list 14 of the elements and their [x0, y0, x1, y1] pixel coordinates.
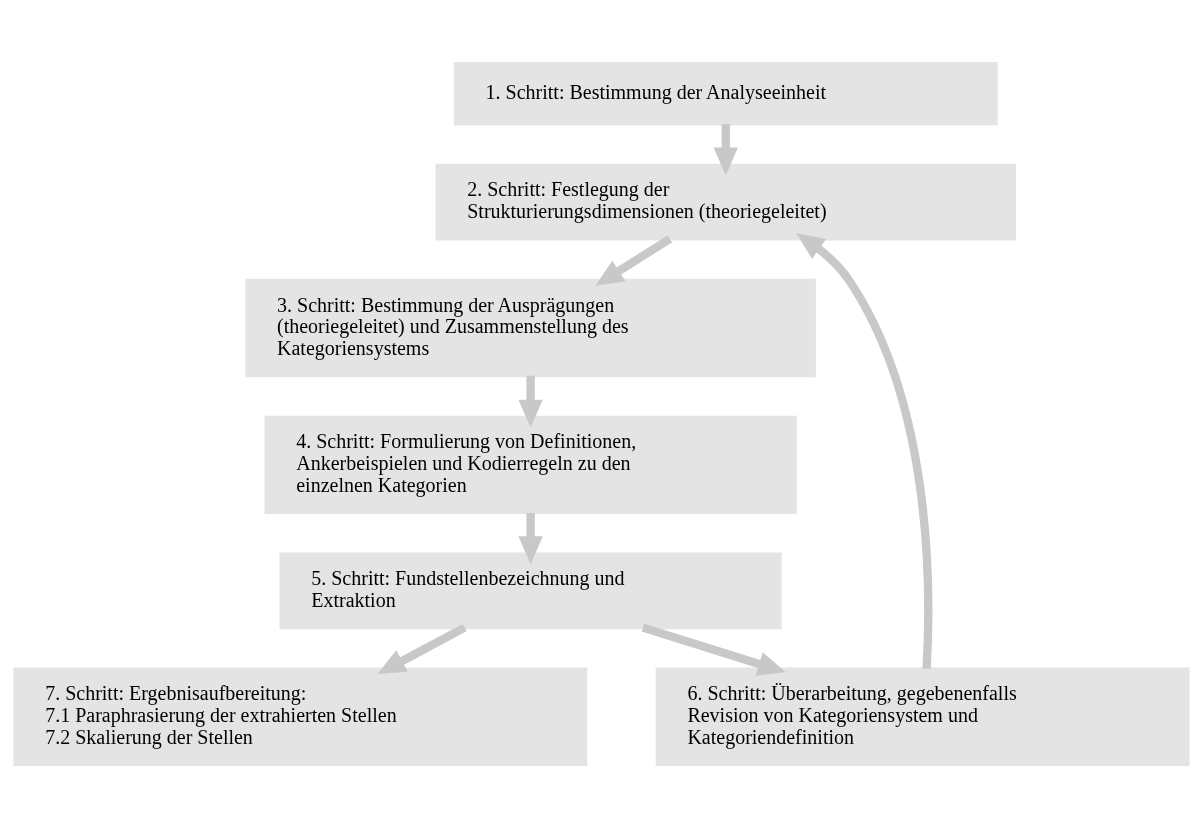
arrow: [595, 234, 673, 286]
arrow: [518, 512, 543, 564]
arrow: [518, 375, 543, 428]
node-box: 4. Schritt: Formulierung von Definitionen, Ankerbeispielen und Kodierregeln zu den einzelnen Kategorien: [264, 415, 797, 514]
node-box: 5. Schritt: Fundstellenbezeichnung und Extraktion: [279, 551, 782, 629]
node-box: 6. Schritt: Überarbeitung, gegebenenfalls Revision von Kategoriensystem und Kategoriendefinition: [655, 667, 1190, 766]
node-box: 3. Schritt: Bestimmung der Ausprägungen (theoriegeleitet) und Zusammenstellung des Kategoriensystems: [245, 278, 816, 377]
arrow: [796, 232, 933, 669]
node-box: 1. Schritt: Bestimmung der Analyseeinheit: [453, 61, 998, 125]
arrow: [641, 623, 786, 676]
arrow: [713, 123, 738, 175]
node-box: 7. Schritt: Ergebnisaufbereitung: 7.1 Paraphrasierung der extrahierten Stellen 7.2 Skalierung der Stellen: [13, 667, 588, 766]
arrow: [377, 623, 467, 674]
node-box: 2. Schritt: Festlegung der Strukturierungsdimensionen (theoriegeleitet): [435, 163, 1017, 240]
